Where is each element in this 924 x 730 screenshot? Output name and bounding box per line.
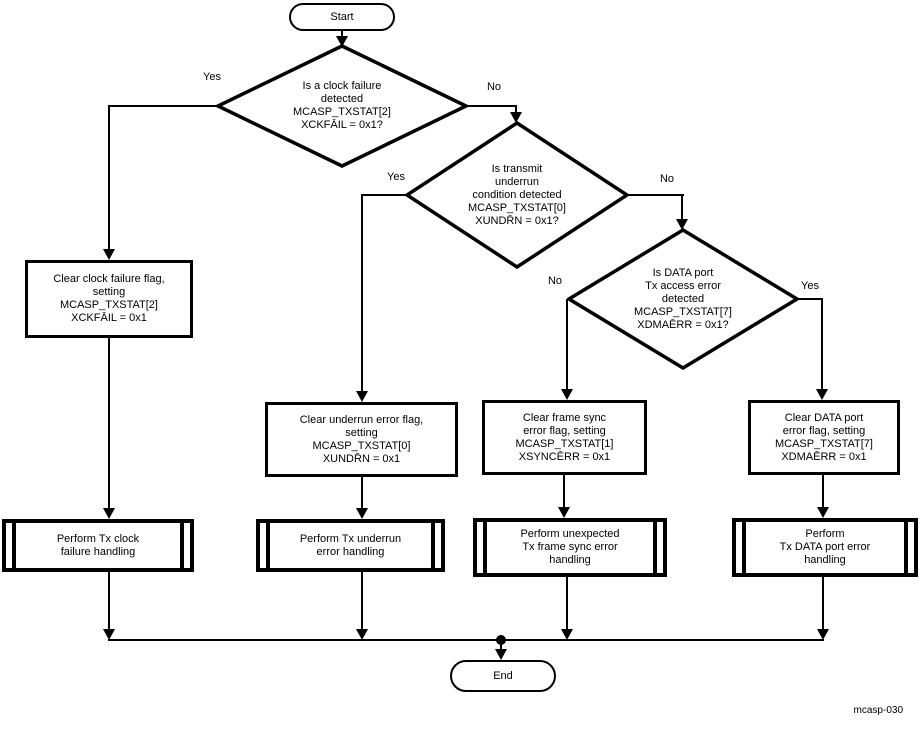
clear-dataport-flag-label: Clear DATA port error flag, setting MCAS…	[774, 411, 873, 463]
branch-label-dataport-no: No	[547, 275, 563, 287]
predefined-process-bar	[12, 523, 16, 568]
decision-underrun-label: Is transmit underrun condition detected …	[467, 162, 566, 227]
edge-clear-perform1-arrowhead	[103, 508, 115, 519]
node-decision-underrun: Is transmit underrun condition detected …	[405, 121, 629, 269]
perform-clock-handling-label: Perform Tx clock failure handling	[56, 532, 140, 558]
edge-perform1-merge-arrowhead	[103, 629, 115, 640]
edge-d1-yes-line-h	[109, 105, 219, 107]
edge-clear-perform2-line	[361, 477, 363, 509]
edge-d3-no-arrowhead	[561, 389, 573, 400]
edge-perform2-merge-line	[361, 572, 363, 630]
branch-label-clock-no: No	[486, 81, 502, 93]
edge-clear-perform4-arrowhead	[817, 507, 829, 518]
diamond-shape	[405, 121, 629, 269]
merge-junction-dot	[496, 635, 506, 645]
node-perform-underrun-handling: Perform Tx underrun error handling	[256, 519, 445, 572]
edge-perform2-merge-arrowhead	[356, 629, 368, 640]
edge-d2-yes-line-h	[362, 194, 408, 196]
decision-dataport-label: Is DATA port Tx access error detected MC…	[633, 266, 732, 331]
edge-d2-no-arrowhead	[676, 219, 688, 230]
edge-perform1-merge-line	[108, 572, 110, 630]
edge-d1-yes-arrowhead	[103, 249, 115, 260]
figure-id-caption: mcasp-030	[853, 705, 903, 716]
predefined-process-bar	[431, 523, 435, 568]
node-perform-framesync-handling: Perform unexpected Tx frame sync error h…	[473, 518, 667, 577]
edge-clear-perform3-line	[563, 475, 565, 508]
edge-d3-no-line-v	[566, 299, 568, 390]
edge-perform4-merge-line	[822, 577, 824, 630]
node-clear-underrun-flag: Clear underrun error flag, setting MCASP…	[265, 402, 458, 477]
edge-d2-no-line-h	[627, 194, 684, 196]
clear-clock-flag-label: Clear clock failure flag, setting MCASP_…	[53, 273, 165, 324]
decision-clock-failure-label: Is a clock failure detected MCASP_TXSTAT…	[292, 80, 391, 131]
edge-clear-perform1-line	[108, 338, 110, 509]
edge-d3-yes-arrowhead	[816, 389, 828, 400]
edge-perform4-merge-arrowhead	[817, 629, 829, 640]
predefined-process-bar	[483, 522, 487, 573]
edge-merge-end-arrowhead	[495, 649, 507, 660]
predefined-process-bar	[742, 522, 746, 573]
edge-perform3-merge-line	[566, 577, 568, 630]
predefined-process-bar	[180, 523, 184, 568]
branch-label-underrun-no: No	[659, 173, 675, 185]
edge-clear-perform3-arrowhead	[558, 507, 570, 518]
edge-d2-yes-arrowhead	[356, 391, 368, 402]
branch-label-underrun-yes: Yes	[387, 171, 405, 183]
edge-start-d1-line	[341, 31, 343, 37]
edge-perform3-merge-arrowhead	[561, 629, 573, 640]
clear-underrun-flag-label: Clear underrun error flag, setting MCASP…	[299, 413, 424, 465]
edge-d2-yes-line-v	[361, 194, 363, 391]
node-clear-framesync-flag: Clear frame sync error flag, setting MCA…	[482, 400, 647, 475]
edge-clear-perform2-arrowhead	[356, 508, 368, 519]
node-clear-dataport-flag: Clear DATA port error flag, setting MCAS…	[748, 400, 900, 475]
node-decision-clock-failure: Is a clock failure detected MCASP_TXSTAT…	[216, 44, 468, 168]
merge-line	[108, 639, 824, 641]
edge-d1-no-arrowhead	[510, 112, 522, 123]
predefined-process-bar	[266, 523, 270, 568]
node-perform-clock-handling: Perform Tx clock failure handling	[2, 519, 194, 572]
start-label: Start	[330, 10, 354, 23]
perform-framesync-handling-label: Perform unexpected Tx frame sync error h…	[520, 528, 620, 566]
branch-label-clock-yes: Yes	[203, 71, 221, 83]
predefined-process-bar	[653, 522, 657, 573]
edge-d2-no-line-v	[681, 194, 683, 220]
edge-merge-end-line	[500, 644, 502, 650]
edge-d3-yes-line-v	[821, 298, 823, 390]
diamond-shape	[216, 44, 468, 168]
edge-d3-yes-line-h	[797, 298, 823, 300]
node-perform-dataport-handling: Perform Tx DATA port error handling	[732, 518, 918, 577]
node-clear-clock-flag: Clear clock failure flag, setting MCASP_…	[25, 260, 193, 338]
edge-d1-no-line-v	[515, 105, 517, 113]
perform-dataport-handling-label: Perform Tx DATA port error handling	[779, 528, 871, 566]
edge-d1-no-line-h	[466, 105, 517, 107]
edge-clear-perform4-line	[822, 475, 824, 508]
end-label: End	[493, 669, 513, 682]
node-decision-dataport: Is DATA port Tx access error detected MC…	[567, 228, 799, 370]
perform-underrun-handling-label: Perform Tx underrun error handling	[299, 532, 402, 558]
branch-label-dataport-yes: Yes	[801, 280, 819, 292]
diamond-shape	[567, 228, 799, 370]
clear-framesync-flag-label: Clear frame sync error flag, setting MCA…	[515, 411, 614, 463]
node-start-terminator: Start	[289, 3, 395, 31]
node-end-terminator: End	[450, 660, 556, 692]
predefined-process-bar	[904, 522, 908, 573]
edge-start-d1-arrowhead	[336, 36, 348, 47]
edge-d1-yes-line-v	[108, 105, 110, 250]
